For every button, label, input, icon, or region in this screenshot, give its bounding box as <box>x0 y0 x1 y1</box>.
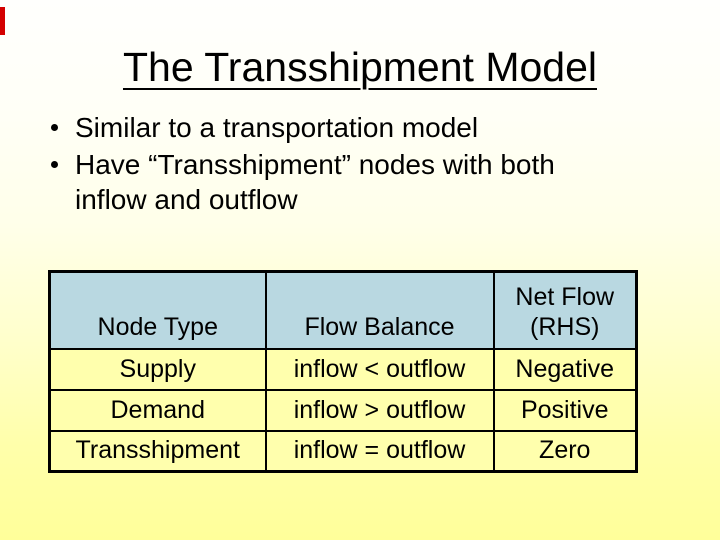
bullet-list: Similar to a transportation model Have “… <box>48 110 633 219</box>
bullet-item: Have “Transshipment” nodes with both inf… <box>48 147 633 217</box>
table-cell-flow-balance: inflow = outflow <box>264 429 495 473</box>
table-header-row: Node Type Flow Balance Net Flow (RHS) <box>48 270 638 350</box>
table-cell-node-type: Demand <box>48 388 267 432</box>
table-cell-node-type: Transshipment <box>48 429 267 473</box>
bullet-text: Similar to a transportation model <box>75 112 479 143</box>
table-cell-flow-balance: inflow < outflow <box>264 347 495 391</box>
table-header-node-type: Node Type <box>48 270 267 350</box>
table-cell-net-flow: Zero <box>492 429 638 473</box>
table-row-supply: Supply inflow < outflow Negative <box>48 347 638 391</box>
bullet-item: Similar to a transportation model <box>48 110 633 145</box>
table-cell-node-type: Supply <box>48 347 267 391</box>
slide-title: The Transshipment Model <box>122 44 597 90</box>
node-flow-table: Node Type Flow Balance Net Flow (RHS) Su… <box>48 270 638 473</box>
red-edge-mark <box>0 7 5 35</box>
bullet-text: Have “Transshipment” nodes with both inf… <box>75 149 555 215</box>
bullet-icon <box>51 161 58 168</box>
table-cell-net-flow: Negative <box>492 347 638 391</box>
table-row-demand: Demand inflow > outflow Positive <box>48 388 638 432</box>
table-header-net-flow-rhs: Net Flow (RHS) <box>492 270 638 350</box>
table-cell-flow-balance: inflow > outflow <box>264 388 495 432</box>
table-header-flow-balance: Flow Balance <box>264 270 495 350</box>
table-row-transshipment: Transshipment inflow = outflow Zero <box>48 429 638 473</box>
table-cell-net-flow: Positive <box>492 388 638 432</box>
bullet-icon <box>51 124 58 131</box>
